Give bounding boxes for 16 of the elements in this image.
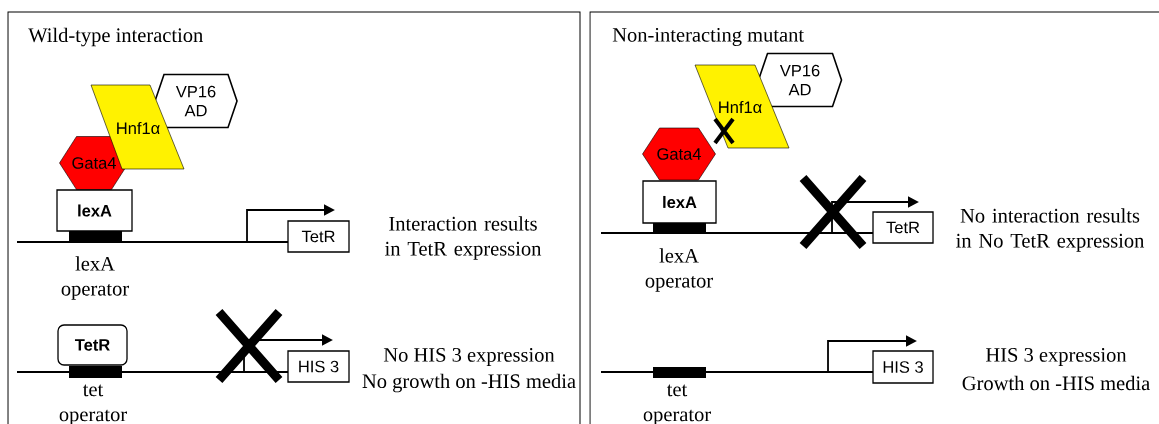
gene-box: TetR [872, 211, 934, 244]
result-text: HIS 3 expression [986, 348, 1127, 366]
operator-label: lexA operator [645, 248, 713, 292]
operator-label: lexA operator [61, 256, 129, 300]
gene-box: HIS 3 [287, 350, 350, 383]
result-text: No interaction results in No TetR expression [956, 208, 1145, 252]
protein-box: lexA [56, 189, 133, 232]
gene-box: TetR [287, 220, 350, 253]
result-text: No growth on -HIS media [362, 373, 576, 393]
result-text: Interaction results in TetR expression [385, 216, 542, 260]
result-text: No HIS 3 expression [383, 348, 555, 366]
gene-box: HIS 3 [872, 350, 934, 384]
protein-box: TetR [57, 324, 128, 366]
protein-hexagon: Gata4 [642, 127, 716, 181]
result-text: Growth on -HIS media [962, 375, 1150, 391]
protein-box: lexA [642, 180, 717, 224]
